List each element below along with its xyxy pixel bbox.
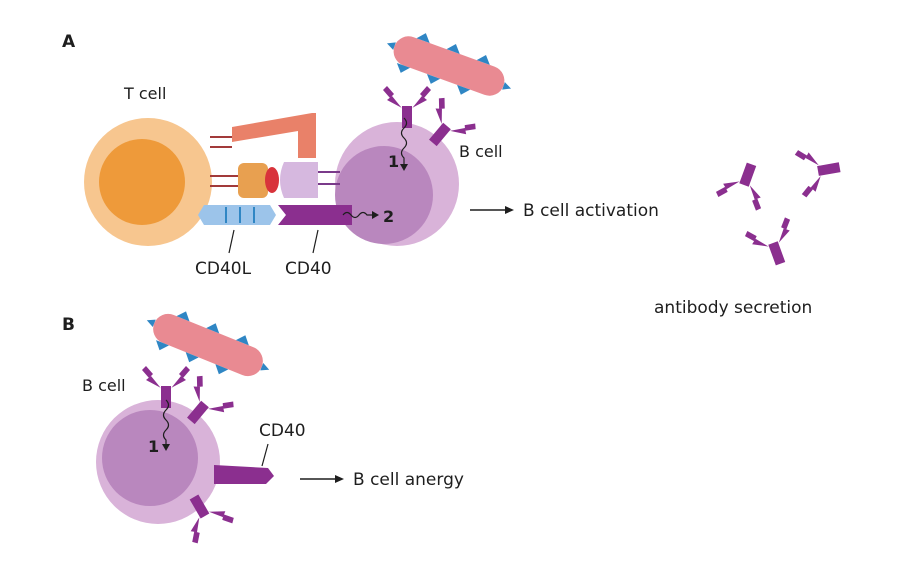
signal-arrowhead: [400, 164, 408, 171]
bcr-antibody: [383, 86, 431, 128]
signal-arrowhead: [372, 211, 379, 219]
panel-b-letter: B: [62, 315, 75, 335]
outcome-arrow-a: [470, 206, 514, 214]
antibody-secretion-label: antibody secretion: [654, 298, 812, 318]
secreted-antibody: [714, 156, 775, 213]
signal-1-squiggle-a: [400, 117, 408, 164]
signal-1-squiggle-b: [162, 399, 170, 444]
signal-2-squiggle: [342, 211, 373, 219]
b-cell-a: [335, 122, 459, 246]
cd40-label-b: CD40: [259, 421, 306, 441]
antigen-a: [379, 21, 519, 111]
b-cell-label-a: B cell: [459, 142, 503, 161]
outcome-arrow-b: [300, 475, 344, 483]
signal-1-label-b: 1: [148, 437, 159, 456]
b-cell-b: [96, 400, 220, 524]
costimulatory-pair: [210, 162, 340, 198]
signal-1-label-a: 1: [388, 152, 399, 171]
cd40-molecule-a: [278, 205, 352, 225]
b-cell-label-b: B cell: [82, 376, 126, 395]
cd40-label-a: CD40: [285, 259, 332, 279]
outcome-label-b: B cell anergy: [353, 470, 464, 490]
secreted-antibody: [794, 143, 844, 199]
signal-2-label: 2: [383, 207, 394, 226]
signal-arrowhead: [162, 444, 170, 451]
secreted-antibody: [743, 215, 804, 272]
t-cell-label: T cell: [123, 84, 166, 103]
cd40-molecule-b: [214, 465, 274, 484]
cd40l-label: CD40L: [195, 259, 252, 279]
t-cell: [84, 118, 212, 246]
antigen-b: [138, 298, 278, 392]
tcr-mhc-complex: [210, 113, 316, 158]
outcome-label-a: B cell activation: [523, 201, 659, 221]
cd40l-molecule: [198, 205, 276, 225]
panel-a-letter: A: [62, 32, 76, 52]
